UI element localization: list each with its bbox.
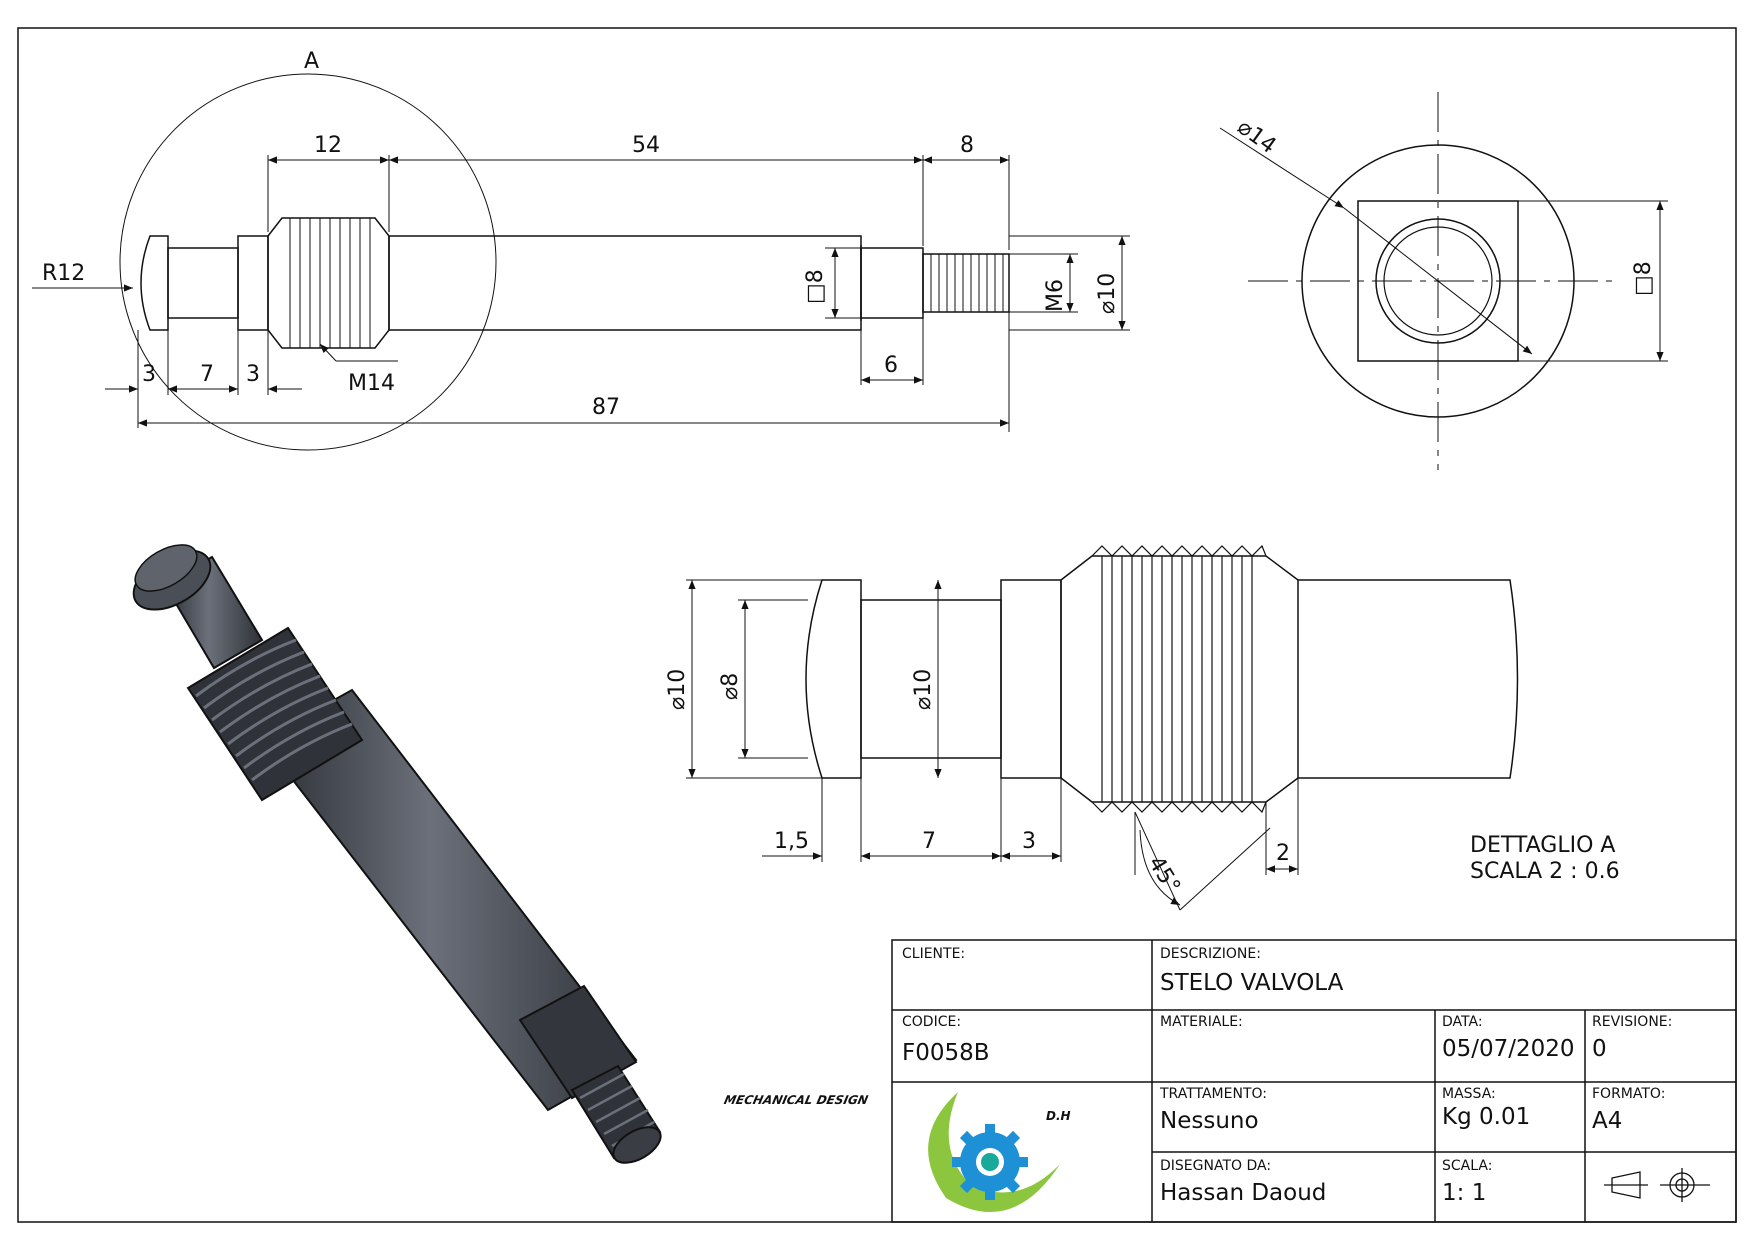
scala-value: 1: 1 [1442, 1180, 1486, 1206]
scala-label: SCALA: [1442, 1158, 1492, 1174]
data-value: 05/07/2020 [1442, 1036, 1575, 1062]
descrizione-value: STELO VALVOLA [1160, 970, 1344, 996]
square-profile [1357, 200, 1519, 362]
logo-text-line-1: MECHANICAL DESIGN [723, 1093, 870, 1107]
trattamento-label: TRATTAMENTO: [1159, 1086, 1267, 1102]
shaft [388, 235, 862, 331]
side-view-text: ⌀14 □8 [1232, 115, 1656, 296]
first-angle-projection-icon [1604, 1168, 1710, 1202]
disegnato-label: DISEGNATO DA: [1160, 1158, 1271, 1174]
thread-inner [1383, 226, 1493, 336]
logo-text-line-2: D.H [1046, 1109, 1071, 1123]
dim-dia-14: ⌀14 [1232, 115, 1280, 159]
detail-shaft-stub [1298, 579, 1519, 779]
title-block [891, 939, 1737, 1223]
data-label: DATA: [1442, 1014, 1483, 1030]
neck [167, 247, 239, 319]
square-section [860, 247, 924, 319]
company-logo: MECHANICAL DESIGN D.H [723, 1092, 1071, 1213]
dim-detail-7: 7 [922, 829, 936, 854]
thread-m14-body [267, 217, 390, 349]
massa-label: MASSA: [1442, 1086, 1496, 1102]
isometric-render [132, 544, 662, 1164]
formato-label: FORMATO: [1592, 1086, 1665, 1102]
cliente-label: CLIENTE: [902, 946, 965, 962]
detail-view-text: ⌀10 ⌀8 ⌀10 1,5 7 3 45° 2 DETTAGLIO A SCA… [665, 669, 1620, 899]
dim-side-square-8: □8 [1631, 261, 1656, 296]
dim-detail-dia-10-b: ⌀10 [911, 669, 936, 710]
trattamento-value: Nessuno [1160, 1108, 1259, 1134]
dim-m6: M6 [1043, 279, 1068, 312]
detail-thread-body [1060, 555, 1299, 803]
detail-head [805, 579, 862, 779]
detail-collar [1000, 579, 1062, 779]
dim-dia-10: ⌀10 [1095, 273, 1120, 314]
front-view [32, 73, 1130, 451]
codice-value: F0058B [902, 1040, 990, 1066]
dim-54: 54 [632, 133, 660, 158]
dim-detail-dia-10-a: ⌀10 [665, 669, 690, 710]
dim-3-b: 3 [246, 362, 260, 387]
dim-detail-1-5: 1,5 [774, 829, 809, 854]
front-view-text: A 12 54 8 R12 □8 M6 ⌀10 3 7 3 M14 6 87 [42, 49, 1120, 420]
revisione-label: REVISIONE: [1592, 1014, 1672, 1030]
massa-value: Kg 0.01 [1442, 1104, 1530, 1130]
detail-scale: SCALA 2 : 0.6 [1470, 859, 1620, 884]
thread-m6-body [922, 253, 1010, 313]
dim-87: 87 [592, 395, 620, 420]
thread-outer [1375, 218, 1501, 344]
detail-circle-a [119, 73, 497, 451]
sheet-border [17, 27, 1737, 1223]
dim-detail-2: 2 [1276, 841, 1290, 866]
codice-label: CODICE: [902, 1014, 961, 1030]
detail-view [686, 544, 1519, 911]
dim-3-a: 3 [142, 362, 156, 387]
materiale-label: MATERIALE: [1160, 1014, 1243, 1030]
section-label-a: A [304, 49, 319, 74]
dim-7: 7 [200, 362, 214, 387]
formato-value: A4 [1592, 1108, 1622, 1134]
dim-detail-45-deg: 45° [1143, 852, 1185, 898]
dim-12: 12 [314, 133, 342, 158]
revisione-value: 0 [1592, 1036, 1607, 1062]
gear-icon [952, 1124, 1028, 1200]
dim-m14: M14 [348, 371, 395, 396]
dim-detail-3: 3 [1022, 829, 1036, 854]
descrizione-label: DESCRIZIONE: [1160, 946, 1261, 962]
collar [237, 235, 269, 331]
outer-circle [1301, 144, 1575, 418]
detail-title: DETTAGLIO A [1470, 833, 1615, 858]
dim-6: 6 [884, 353, 898, 378]
dim-r12: R12 [42, 261, 85, 286]
head-cap [140, 235, 169, 331]
side-view [1219, 92, 1668, 470]
dim-8: 8 [960, 133, 974, 158]
disegnato-value: Hassan Daoud [1160, 1180, 1326, 1206]
dim-square-8: □8 [803, 269, 828, 304]
title-block-text: CLIENTE: DESCRIZIONE: STELO VALVOLA CODI… [902, 946, 1672, 1206]
dim-detail-dia-8: ⌀8 [718, 673, 743, 700]
